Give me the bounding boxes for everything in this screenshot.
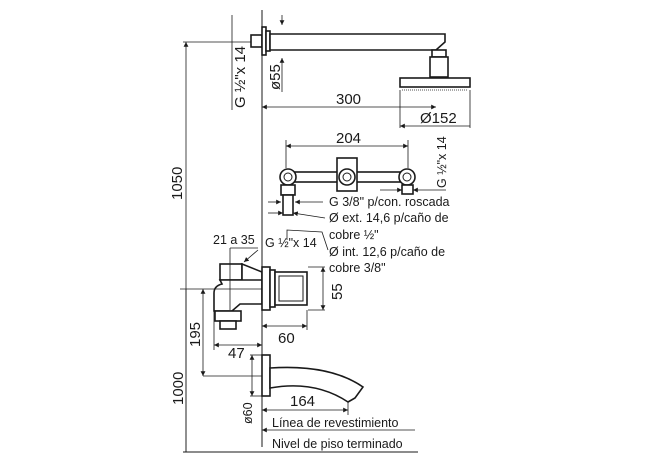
mixer-thread-label: G ½"x 14 bbox=[265, 236, 317, 250]
mixer-projection-label: 47 bbox=[228, 345, 245, 362]
flange-diameter-label: ø55 bbox=[267, 64, 284, 90]
arm-length-label: 300 bbox=[336, 91, 361, 108]
valve-width-label: 204 bbox=[336, 130, 361, 147]
mixer-body bbox=[213, 262, 308, 330]
valve-note-2b: cobre ½" bbox=[329, 228, 379, 242]
mixer-height-label: 55 bbox=[329, 283, 346, 300]
valve-note-3b: cobre 3/8" bbox=[329, 261, 386, 275]
valve-note-3a: Ø int. 12,6 p/caño de bbox=[329, 245, 445, 259]
spout-flange-label: ø60 bbox=[241, 402, 255, 424]
wall-line-label: Línea de revestimiento bbox=[272, 416, 399, 430]
valve-note-2a: Ø ext. 14,6 p/caño de bbox=[329, 211, 449, 225]
mixer-depth-label: 60 bbox=[278, 330, 295, 347]
spout-body bbox=[261, 354, 365, 403]
shower-arm bbox=[250, 26, 471, 91]
head-diameter-label: Ø152 bbox=[420, 110, 457, 127]
shower-height-label: 1050 bbox=[169, 167, 186, 200]
valve-body bbox=[279, 157, 416, 216]
spout-length-label: 164 bbox=[290, 393, 315, 410]
mixer-offset-label: 195 bbox=[187, 322, 204, 347]
thread-top-label: G ½"x 14 bbox=[232, 46, 249, 108]
mixer-height-1000-label: 1000 bbox=[170, 372, 187, 405]
mixer-range-label: 21 a 35 bbox=[213, 233, 255, 247]
valve-thread-label: G ½"x 14 bbox=[435, 136, 449, 188]
floor-line-label: Nivel de piso terminado bbox=[272, 437, 403, 451]
valve-note-1: G 3/8" p/con. roscada bbox=[329, 195, 450, 209]
